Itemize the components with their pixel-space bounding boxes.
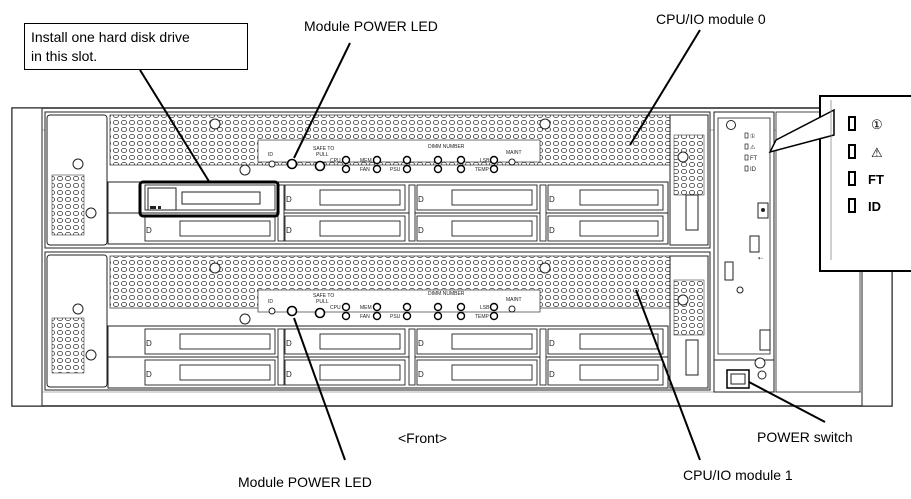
svg-text:D: D (418, 226, 424, 235)
svg-text:D: D (146, 226, 152, 235)
legend-warning-icon: ⚠ (871, 145, 883, 160)
panel-fan-text-1: FAN (360, 314, 370, 320)
svg-text:FT: FT (750, 156, 758, 162)
svg-text:D: D (286, 226, 292, 235)
panel-fan-text-0: FAN (360, 167, 370, 173)
panel-maint-text-0: MAINT (506, 150, 522, 156)
label-power-switch: POWER switch (757, 429, 853, 445)
legend-id-label: ID (868, 199, 881, 214)
panel-id-text-0: ID (268, 152, 273, 158)
svg-text:⚠: ⚠ (750, 144, 756, 151)
callout-line-2: in this slot. (31, 47, 241, 66)
legend-power-icon: ① (871, 117, 883, 132)
module-1-safe-to-pull-led (316, 309, 325, 318)
svg-text:ID: ID (750, 167, 757, 173)
svg-text:D: D (549, 226, 555, 235)
install-slot-callout: Install one hard disk drive in this slot… (24, 23, 248, 70)
callout-line-1: Install one hard disk drive (31, 28, 241, 47)
panel-pull-text-0: PULL (316, 152, 329, 158)
panel-lsb-text-0: LSB (480, 158, 490, 164)
module-1-power-led (288, 307, 297, 316)
panel-cpu-text-1: CPU (330, 305, 341, 311)
svg-text:⇠: ⇠ (758, 256, 763, 262)
label-front: <Front> (398, 430, 447, 446)
cpu-io-module-1: D D D D D D D D (45, 252, 710, 390)
chassis-left-ear (12, 108, 42, 406)
panel-id-text-1: ID (268, 299, 273, 305)
svg-text:D: D (418, 195, 424, 204)
label-module-power-led-top: Module POWER LED (304, 18, 438, 34)
panel-dimm-text-0: DIMM NUMBER (428, 144, 465, 150)
panel-temp-text-1: TEMP (475, 314, 490, 320)
label-cpu-io-module-1: CPU/IO module 1 (683, 467, 793, 483)
usb-port[interactable] (750, 236, 759, 252)
svg-text:D: D (418, 370, 424, 379)
label-module-power-led-bottom: Module POWER LED (238, 474, 372, 490)
panel-temp-text-0: TEMP (475, 167, 490, 173)
module-0-id-led (269, 161, 275, 167)
svg-text:D: D (286, 339, 292, 348)
label-cpu-io-module-0: CPU/IO module 0 (656, 11, 766, 27)
svg-text:D: D (549, 370, 555, 379)
panel-mem-text-1: MEM (360, 305, 372, 311)
svg-text:D: D (146, 339, 152, 348)
panel-mem-text-0: MEM (360, 158, 372, 164)
module-0-safe-to-pull-led (316, 162, 325, 171)
svg-text:D: D (549, 195, 555, 204)
panel-pull-text-1: PULL (316, 299, 329, 305)
panel-lsb-text-1: LSB (480, 305, 490, 311)
panel-dimm-text-1: DIMM NUMBER (428, 291, 465, 297)
svg-text:D: D (549, 339, 555, 348)
panel-psu-text-1: PSU (390, 314, 401, 320)
legend-ft-label: FT (868, 172, 884, 187)
panel-psu-text-0: PSU (390, 167, 401, 173)
cpu-io-module-0: D D D D D D D (45, 112, 710, 248)
module-0-power-led (288, 160, 297, 169)
panel-maint-text-1: MAINT (506, 297, 522, 303)
svg-text:D: D (286, 195, 292, 204)
module-1-id-led (269, 308, 275, 314)
svg-text:D: D (146, 370, 152, 379)
svg-text:D: D (418, 339, 424, 348)
svg-text:①: ① (750, 133, 755, 140)
panel-cpu-text-0: CPU (330, 158, 341, 164)
svg-text:D: D (286, 370, 292, 379)
